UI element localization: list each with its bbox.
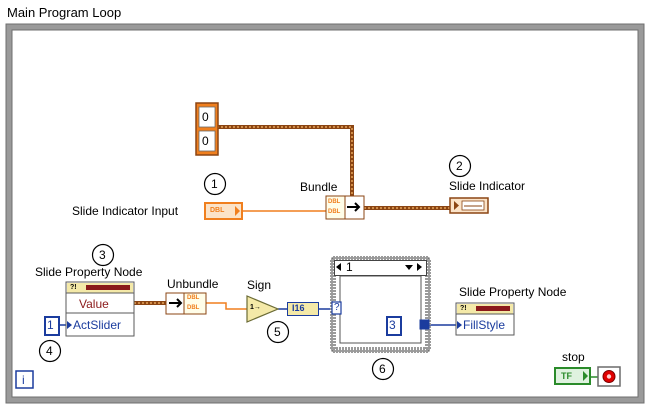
- slide-indicator-label: Slide Indicator: [449, 179, 526, 193]
- slide-indicator-input-label: Slide Indicator Input: [72, 204, 179, 218]
- callout-circle-4: [38, 339, 62, 363]
- slide-property-node-right[interactable]: [455, 302, 515, 336]
- slide-indicator-input-terminal[interactable]: [204, 202, 243, 220]
- actslider-arrow-icon: [67, 321, 72, 329]
- iteration-label: i: [22, 373, 25, 387]
- callout-2: 2: [456, 159, 463, 173]
- case-input-tunnel[interactable]: [331, 301, 342, 315]
- fillstyle-constant[interactable]: [386, 316, 402, 336]
- case-dropdown-icon[interactable]: [405, 265, 413, 270]
- property-node-left-glyph: ?!: [70, 284, 77, 291]
- callout-5: 5: [274, 325, 281, 339]
- slide-indicator-terminal[interactable]: [449, 197, 489, 214]
- callout-1: 1: [211, 177, 218, 191]
- callout-circle-5: [266, 320, 290, 344]
- case-prev-icon[interactable]: [336, 263, 341, 271]
- bundle-node[interactable]: [325, 195, 365, 220]
- callout-circle-6: [371, 357, 395, 381]
- bundle-in-type-2: DBL: [328, 209, 341, 215]
- bundle-label: Bundle: [300, 180, 338, 194]
- loop-condition-icon[interactable]: [597, 366, 621, 387]
- fillstyle-constant-value: 3: [389, 318, 396, 332]
- input-terminal-type: DBL: [210, 207, 225, 214]
- dbl-wire-sign[interactable]: [206, 302, 248, 310]
- unbundle-label: Unbundle: [167, 277, 219, 291]
- sign-label: Sign: [247, 278, 272, 292]
- i16-type-label: I16: [292, 303, 305, 313]
- cluster-value-2[interactable]: 0: [202, 134, 209, 148]
- actslider-constant-value: 1: [47, 318, 54, 332]
- property-actslider[interactable]: ActSlider: [73, 318, 122, 332]
- unbundle-out-type-1: DBL: [187, 295, 200, 301]
- property-node-right-label: Slide Property Node: [459, 285, 567, 299]
- case-next-icon[interactable]: [417, 263, 422, 271]
- case-selector[interactable]: [334, 260, 427, 276]
- loop-title: Main Program Loop: [7, 5, 122, 20]
- iteration-terminal: [15, 370, 34, 389]
- actslider-constant[interactable]: [44, 316, 60, 336]
- callout-circle-2: [448, 154, 472, 178]
- case-output-tunnel[interactable]: [419, 319, 430, 330]
- property-fillstyle[interactable]: FillStyle: [463, 318, 506, 332]
- callout-circle-1: [203, 172, 227, 196]
- property-node-right-glyph: ?!: [460, 305, 467, 312]
- property-value[interactable]: Value: [79, 297, 109, 311]
- stop-label: stop: [562, 350, 585, 364]
- unbundle-out-type-2: DBL: [187, 305, 200, 311]
- callout-3: 3: [99, 248, 106, 262]
- bundle-in-type-1: DBL: [328, 199, 341, 205]
- cluster-wire[interactable]: [217, 125, 354, 198]
- slide-property-node-left[interactable]: [65, 281, 135, 337]
- i16-coercion-terminal[interactable]: [287, 302, 319, 316]
- stop-terminal[interactable]: [554, 367, 591, 385]
- cluster-constant[interactable]: [195, 102, 219, 156]
- sign-function[interactable]: [246, 295, 280, 323]
- callout-6: 6: [379, 362, 386, 376]
- case-selector-question: ?: [334, 302, 340, 313]
- sign-symbol: 1→: [250, 304, 261, 311]
- unbundle-node[interactable]: [165, 292, 207, 315]
- callout-circle-3: [91, 243, 115, 267]
- case-selector-value[interactable]: 1: [346, 260, 353, 274]
- fillstyle-arrow-icon: [457, 321, 462, 329]
- callout-4: 4: [46, 344, 53, 358]
- while-loop-frame[interactable]: [5, 23, 645, 404]
- property-node-left-label: Slide Property Node: [35, 265, 143, 279]
- stop-type-label: TF: [561, 371, 572, 381]
- cluster-value-1[interactable]: 0: [202, 110, 209, 124]
